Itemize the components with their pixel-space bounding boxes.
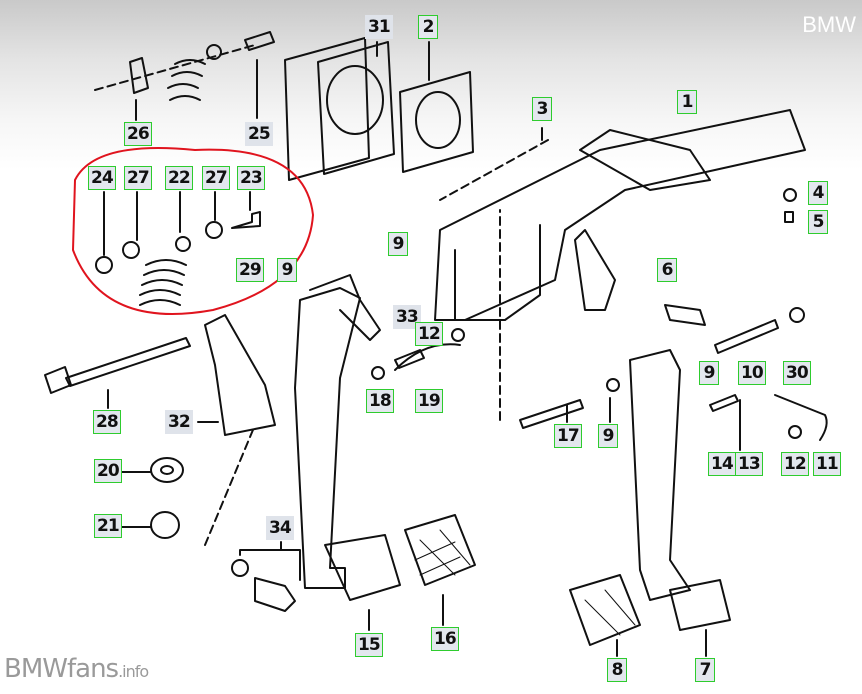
part-label-10[interactable]: 10 — [738, 361, 766, 385]
part-label-32[interactable]: 32 — [165, 410, 193, 434]
part-label-5[interactable]: 5 — [808, 210, 828, 234]
part-label-2[interactable]: 2 — [418, 15, 438, 39]
part-label-16[interactable]: 16 — [431, 627, 459, 651]
part-spring-clip — [94, 31, 275, 121]
part-label-22[interactable]: 22 — [165, 166, 193, 190]
part-label-14[interactable]: 14 — [708, 452, 736, 476]
part-label-9[interactable]: 9 — [699, 361, 719, 385]
part-brake-pedal — [629, 349, 731, 657]
part-label-8[interactable]: 8 — [607, 658, 627, 682]
part-label-18[interactable]: 18 — [366, 389, 394, 413]
part-label-3[interactable]: 3 — [532, 97, 552, 121]
part-pedal-bracket — [434, 109, 806, 321]
part-pedal-pads — [404, 514, 641, 657]
part-label-11[interactable]: 11 — [813, 452, 841, 476]
part-label-20[interactable]: 20 — [94, 459, 122, 483]
part-label-4[interactable]: 4 — [808, 181, 828, 205]
part-label-12[interactable]: 12 — [415, 322, 443, 346]
part-label-21[interactable]: 21 — [94, 514, 122, 538]
part-label-28[interactable]: 28 — [93, 410, 121, 434]
part-switch — [231, 541, 301, 612]
part-label-23[interactable]: 23 — [237, 166, 265, 190]
part-label-29[interactable]: 29 — [236, 258, 264, 282]
part-label-19[interactable]: 19 — [415, 389, 443, 413]
part-mount-plate — [197, 314, 276, 546]
watermark: BMWfans.info — [4, 654, 149, 684]
part-pins-springs — [371, 188, 828, 451]
part-clutch-pedal — [294, 274, 401, 631]
part-label-9[interactable]: 9 — [388, 232, 408, 256]
part-label-9[interactable]: 9 — [277, 258, 297, 282]
part-long-bolt — [44, 337, 191, 409]
part-label-17[interactable]: 17 — [554, 424, 582, 448]
watermark-suffix: .info — [118, 662, 149, 681]
part-small-hardware — [95, 191, 261, 306]
part-label-24[interactable]: 24 — [88, 166, 116, 190]
part-label-30[interactable]: 30 — [783, 361, 811, 385]
part-label-34[interactable]: 34 — [266, 516, 294, 540]
part-label-31[interactable]: 31 — [365, 15, 393, 39]
part-label-6[interactable]: 6 — [657, 258, 677, 282]
part-label-13[interactable]: 13 — [735, 452, 763, 476]
part-label-33[interactable]: 33 — [393, 305, 421, 329]
part-label-27[interactable]: 27 — [202, 166, 230, 190]
part-label-1[interactable]: 1 — [677, 90, 697, 114]
part-bushing-cap — [121, 457, 184, 539]
part-label-12[interactable]: 12 — [781, 452, 809, 476]
part-label-15[interactable]: 15 — [355, 633, 383, 657]
part-label-26[interactable]: 26 — [124, 122, 152, 146]
brand-logo: BMW — [802, 12, 856, 37]
part-label-25[interactable]: 25 — [245, 122, 273, 146]
part-gasket-plates — [284, 37, 474, 181]
part-label-27[interactable]: 27 — [124, 166, 152, 190]
part-label-7[interactable]: 7 — [695, 658, 715, 682]
part-label-9[interactable]: 9 — [598, 424, 618, 448]
watermark-main: BMWfans — [4, 654, 119, 684]
highlight-circle — [72, 147, 314, 315]
